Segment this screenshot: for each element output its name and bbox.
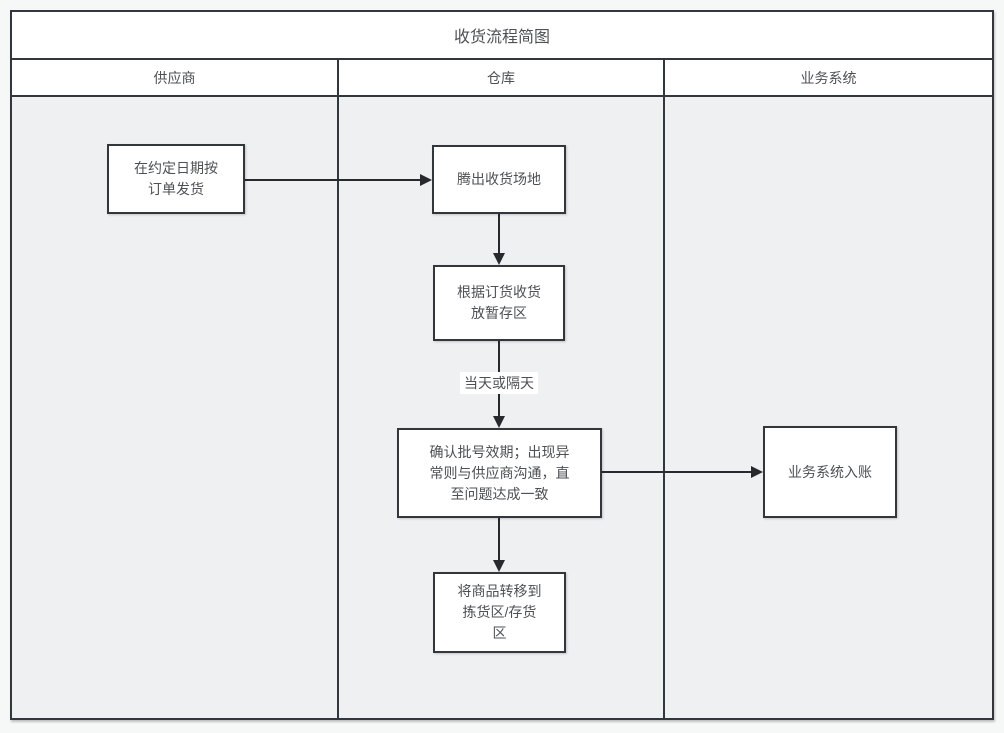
edge-label-timing: 当天或隔天 xyxy=(460,372,538,394)
lane-business-system xyxy=(665,97,992,718)
lane-header-supplier: 供应商 xyxy=(12,60,339,95)
node-receive-to-temp-zone: 根据订货收货 放暂存区 xyxy=(433,265,565,341)
diagram-title: 收货流程简图 xyxy=(12,12,992,60)
lane-warehouse xyxy=(339,97,665,718)
node-confirm-batch-expiry: 确认批号效期；出现异 常则与供应商沟通，直 至问题达成一致 xyxy=(397,428,602,518)
arrow-ship-to-clear-head xyxy=(420,174,432,186)
arrow-confirm-to-transfer-line xyxy=(498,518,500,560)
lane-header-warehouse: 仓库 xyxy=(339,60,665,95)
arrow-clear-to-receive-line xyxy=(498,214,500,253)
node-ship-on-agreed-date: 在约定日期按 订单发货 xyxy=(107,144,245,214)
arrow-receive-to-confirm-head xyxy=(493,416,505,428)
node-clear-receiving-area: 腾出收货场地 xyxy=(432,145,566,214)
arrow-clear-to-receive-head xyxy=(493,253,505,265)
lane-headers: 供应商 仓库 业务系统 xyxy=(12,60,992,97)
lane-header-business-system: 业务系统 xyxy=(800,69,857,86)
arrow-confirm-to-entry-line xyxy=(602,471,751,473)
node-transfer-to-picking-storage: 将商品转移到 拣货区/存货 区 xyxy=(433,572,566,653)
node-business-system-entry: 业务系统入账 xyxy=(763,426,897,518)
arrow-ship-to-clear-line xyxy=(245,179,420,181)
arrow-confirm-to-transfer-head xyxy=(493,560,505,572)
lane-supplier xyxy=(12,97,339,718)
arrow-confirm-to-entry-head xyxy=(751,466,763,478)
